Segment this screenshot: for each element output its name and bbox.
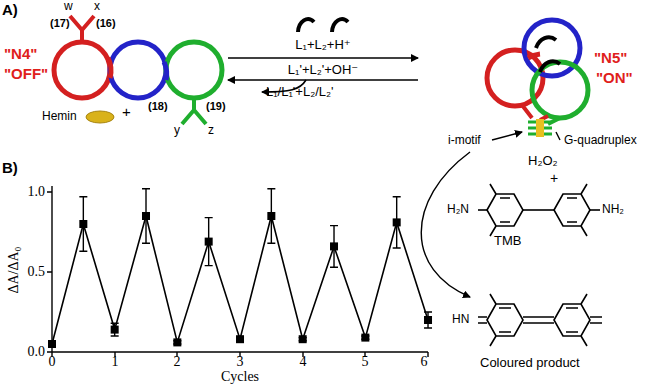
axis-title: Cycles: [221, 369, 259, 384]
tick-label: 0.5: [28, 264, 46, 279]
catenane-on: [487, 20, 588, 137]
panel-label: B): [2, 160, 18, 177]
equilibrium-arrows: [228, 19, 418, 92]
tick-label: 3: [237, 354, 244, 369]
callout-number: (18): [148, 100, 168, 112]
tmb-structure: [478, 184, 600, 236]
catenane-off: [54, 16, 222, 124]
chart-axes: [47, 186, 428, 357]
condition-label: L₁'+L₂'+OH⁻: [288, 63, 358, 77]
strand-label: w: [64, 0, 73, 13]
callout-number: (16): [96, 17, 116, 29]
condition-label: L₁+L₂+H⁺: [295, 38, 350, 52]
reagent-label: H₂O₂: [528, 154, 558, 168]
callout-number: (19): [206, 100, 226, 112]
atom-label: HN: [452, 313, 469, 326]
tick-label: 0.0: [28, 344, 46, 359]
plus-sign: +: [122, 104, 131, 121]
callout-number: (17): [50, 17, 70, 29]
compound-name: TMB: [494, 234, 521, 248]
state-label: "OFF": [4, 66, 48, 83]
tick-label: 5: [362, 354, 369, 369]
tick-label: 2: [174, 354, 181, 369]
tick-label: 1.0: [28, 184, 46, 199]
structure-label: i-motif: [448, 134, 481, 147]
state-name: "N5": [594, 50, 627, 67]
panel-label: A): [2, 2, 18, 19]
state-label: "ON": [596, 70, 633, 87]
tick-label: 0: [49, 354, 56, 369]
compound-name: Coloured product: [480, 356, 580, 370]
reagent-label: Hemin: [42, 110, 77, 123]
byproduct-label: L₁/L₁'+L₂/L₂': [266, 85, 334, 99]
atom-label: NH₂: [602, 203, 624, 216]
hemin-symbol: [86, 111, 114, 123]
strand-label: x: [94, 0, 100, 13]
data-series: [48, 189, 432, 348]
plus-sign: +: [550, 171, 558, 186]
strand-label: z: [208, 124, 214, 137]
strand-label: y: [174, 124, 180, 137]
pointer-arrows: [421, 132, 560, 297]
product-structure: [478, 294, 602, 346]
tick-label: 6: [421, 354, 428, 369]
atom-label: H₂N: [447, 203, 469, 216]
tick-label: 4: [300, 354, 307, 369]
axis-title: ΔA/ΔA₀: [6, 247, 21, 294]
state-name: "N4": [4, 46, 37, 63]
tick-label: 1: [112, 354, 119, 369]
structure-label: G-quadruplex: [564, 134, 637, 147]
